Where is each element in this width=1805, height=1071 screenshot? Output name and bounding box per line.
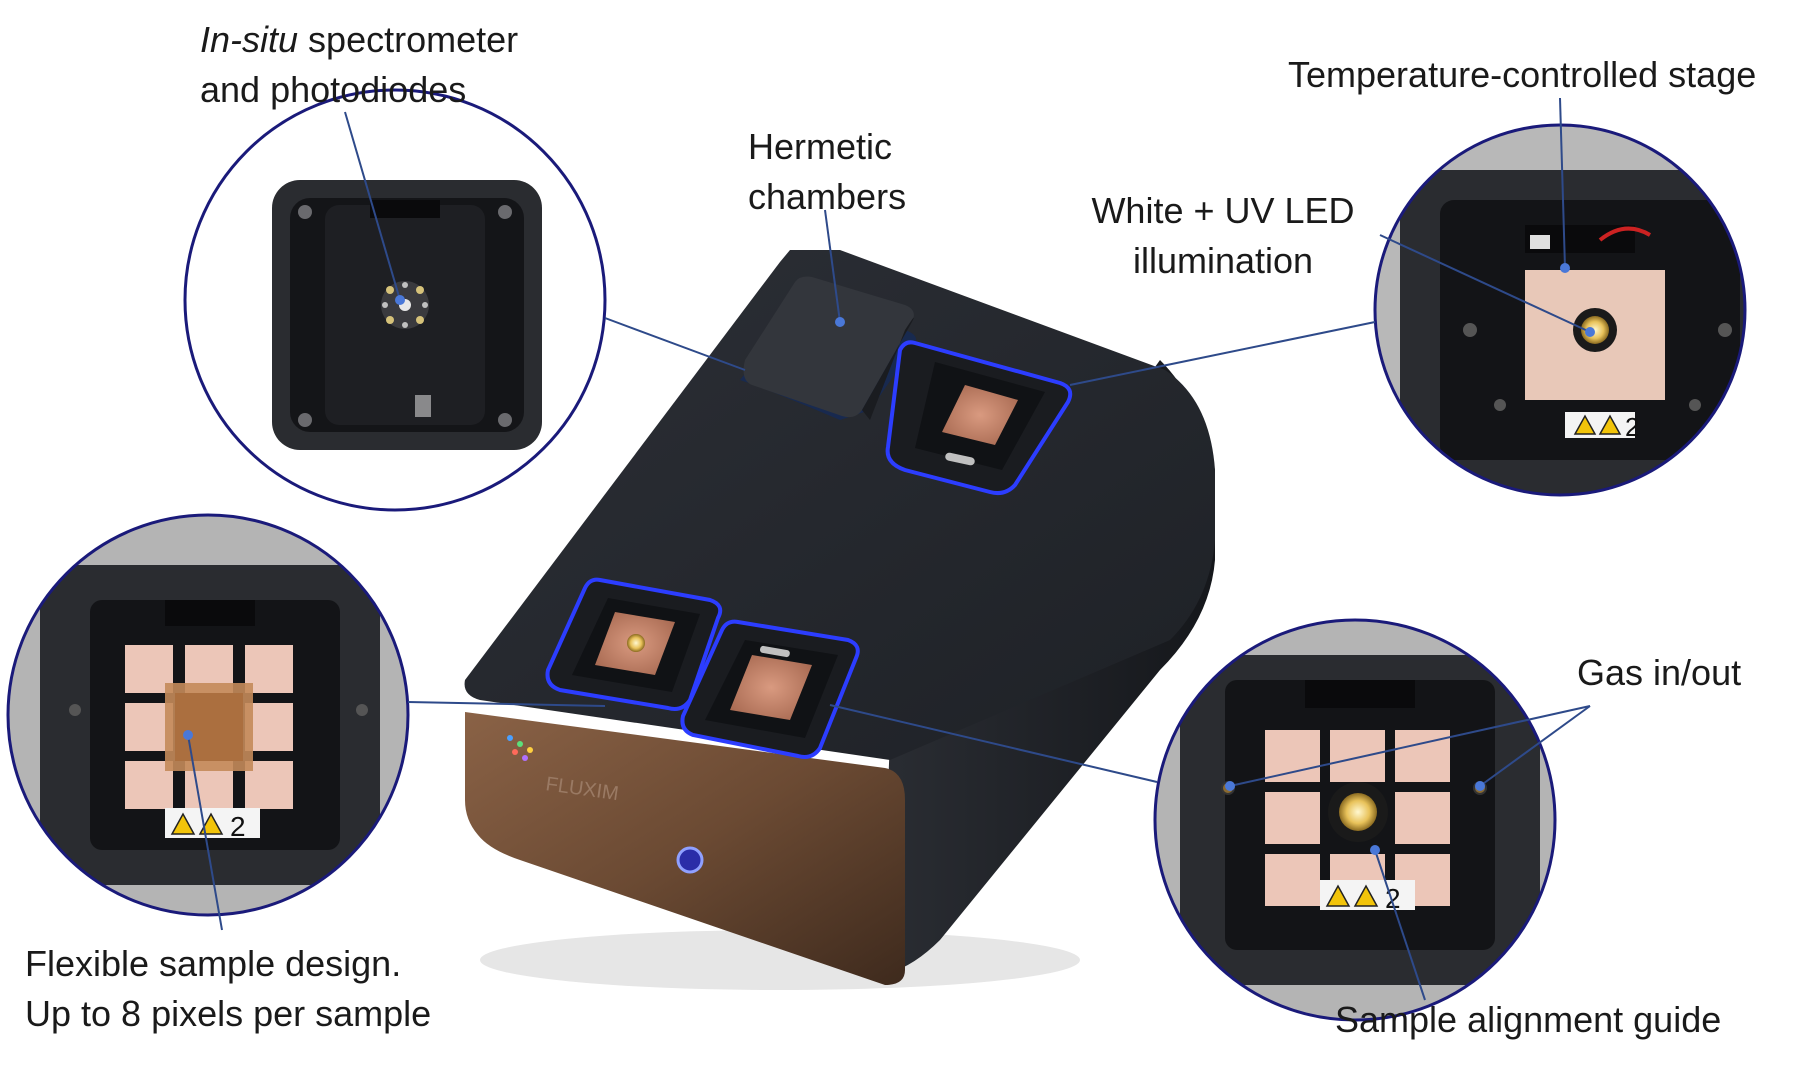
photodiode-array	[381, 281, 429, 329]
power-button[interactable]	[676, 846, 704, 874]
pointer-led	[1379, 234, 1591, 333]
sample-pixel-grid	[125, 645, 293, 809]
callout-hermetic-line2: chambers	[748, 176, 907, 217]
callout-flexible-line2: Up to 8 pixels per sample	[25, 993, 432, 1034]
inset-flexible-sample: 2	[6, 513, 410, 917]
pointer-dots	[183, 263, 1595, 855]
chamber-bottom-left	[545, 577, 723, 711]
pointer-temperature	[1559, 97, 1566, 269]
slot-number-tr: 2	[1625, 412, 1639, 442]
callout-alignment: Sample alignment guide	[1335, 995, 1721, 1045]
callout-temperature-line1: Temperature-controlled stage	[1288, 54, 1757, 95]
brand-logo-mark	[507, 735, 533, 761]
callout-flexible: Flexible sample design. Up to 8 pixels p…	[25, 939, 431, 1039]
device: FLUXIM	[464, 250, 1216, 990]
pointer-spectrometer	[344, 111, 401, 301]
connector-gas	[829, 704, 1158, 783]
callout-spectrometer-italic: In-situ	[200, 19, 299, 60]
callout-led: White + UV LED illumination	[1088, 186, 1358, 286]
slot-number-bl: 2	[230, 811, 246, 842]
chamber-bottom-right	[680, 619, 860, 759]
callout-led-line1: White + UV LED	[1091, 190, 1355, 231]
pointer-gas-right	[1479, 705, 1591, 787]
connector-spectrometer	[604, 317, 746, 371]
callout-hermetic-line1: Hermetic	[748, 126, 893, 167]
pointer-flexible	[187, 734, 223, 931]
connector-flexible	[407, 701, 606, 707]
callout-led-line2: illumination	[1132, 240, 1314, 281]
callout-temperature: Temperature-controlled stage	[1288, 50, 1756, 100]
chamber-top-right	[885, 340, 1073, 496]
alignment-guide-grid	[1265, 730, 1450, 906]
callout-flexible-line1: Flexible sample design.	[25, 943, 402, 984]
callout-alignment-line1: Sample alignment guide	[1335, 999, 1722, 1040]
pointer-gas-left	[1229, 705, 1591, 787]
leader-lines	[187, 97, 1591, 1001]
pointer-alignment	[1374, 849, 1426, 1001]
hermetic-lid	[740, 276, 917, 420]
callout-spectrometer-rest: spectrometer	[298, 19, 519, 60]
callout-gas-line1: Gas in/out	[1577, 652, 1742, 693]
callout-spectrometer-line1: In-situ spectrometer	[200, 15, 518, 65]
connector-temperature	[1069, 321, 1376, 386]
inset-gas-alignment: 2	[1153, 618, 1557, 1022]
callout-spectrometer: In-situ spectrometer and photodiodes	[200, 15, 518, 115]
inset-temperature-stage: 2	[1373, 123, 1747, 497]
callout-spectrometer-line2: and photodiodes	[200, 69, 467, 110]
callout-gas: Gas in/out	[1577, 648, 1741, 698]
pointer-hermetic	[824, 209, 841, 323]
callout-hermetic: Hermetic chambers	[748, 122, 906, 222]
